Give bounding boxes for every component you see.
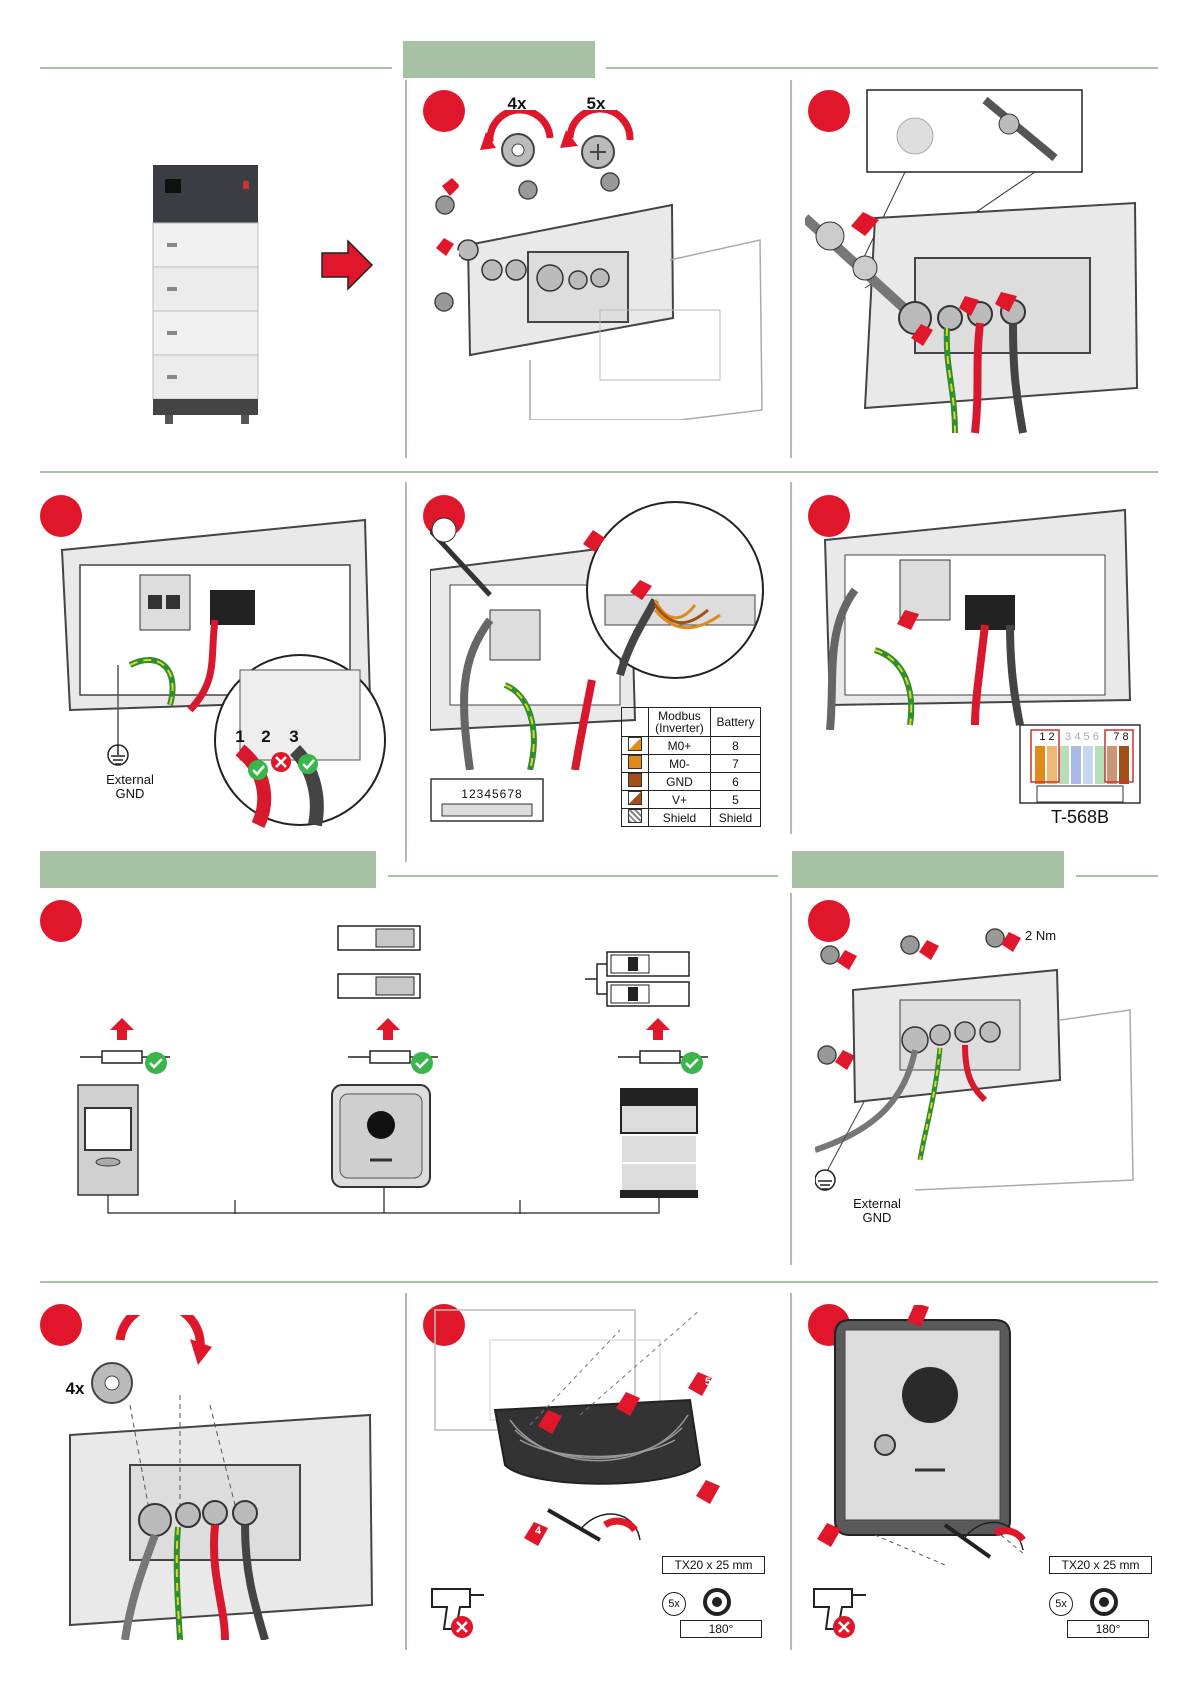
pin-label-3-6: 3 4 5 6 [1060, 730, 1104, 744]
unscrew-count-label: 5x [581, 97, 611, 111]
external-gnd-label-panel4: External GND [95, 773, 165, 801]
section-header-band-3 [792, 851, 1064, 888]
divider-v-row3 [790, 893, 792, 1265]
tool-spec-label: TX20 x 25 mm [1049, 1556, 1152, 1574]
table-row: M0+ 8 [622, 737, 761, 755]
connector-pin-numbers: 12345678 [452, 787, 532, 801]
angle-label: 180° [680, 1620, 762, 1638]
arrow-number-1: 1 [451, 248, 465, 262]
table-header-modbus: Modbus (Inverter) [649, 708, 711, 737]
top-divider-right [606, 67, 1158, 69]
divider-v1-row2 [405, 482, 407, 862]
section-header-band-1 [403, 41, 595, 78]
table-row: Shield Shield [622, 809, 761, 827]
wire-color-brown-white [628, 791, 642, 805]
angle-label: 180° [1067, 1620, 1149, 1638]
arrow-number-5: 5 [701, 1375, 715, 1389]
table-cell-signal: V+ [649, 791, 711, 809]
table-cell-battery: 8 [710, 737, 760, 755]
section-divider-right [1076, 875, 1158, 877]
battery-stack-illustration [135, 165, 275, 425]
drill-prohibited-icon-panel11 [810, 1583, 875, 1643]
table-header-blank [622, 708, 649, 737]
divider-v2-row4 [790, 1293, 792, 1650]
screw-count-label: 5x [1049, 1592, 1073, 1616]
terminal-2-label: 2 [258, 730, 274, 744]
screw-count-label: 5x [662, 1592, 686, 1616]
panel8-illustration [815, 920, 1160, 1210]
top-divider-left [40, 67, 392, 69]
section-header-band-2 [40, 851, 376, 888]
panel10-illustration [430, 1300, 775, 1550]
modbus-wiring-table: Modbus (Inverter) Battery M0+ 8 M0- 7 GN… [621, 707, 761, 827]
tool-spec-label: TX20 x 25 mm [662, 1556, 765, 1574]
panel2-illustration [430, 110, 775, 420]
right-arrow-icon [320, 239, 374, 291]
pin-label-1-2: 1 2 [1032, 730, 1062, 744]
row-divider-3 [40, 1281, 1158, 1283]
table-row: M0- 7 [622, 755, 761, 773]
table-cell-signal: Shield [649, 809, 711, 827]
table-row: V+ 5 [622, 791, 761, 809]
arrow-number-3: 3 [1144, 1502, 1158, 1516]
panel9-illustration [60, 1315, 390, 1640]
table-cell-signal: GND [649, 773, 711, 791]
arrow-number-4: 4 [531, 1524, 545, 1538]
terminal-3-label: 3 [286, 730, 302, 744]
divider-v2-row2 [790, 482, 792, 834]
arrow-number-2: 2 [454, 182, 468, 196]
wire-color-orange [628, 755, 642, 769]
pin-label-7-8: 7 8 [1106, 730, 1136, 744]
terminal-1-label: 1 [232, 730, 248, 744]
drill-prohibited-icon-panel10 [428, 1583, 493, 1643]
panel11-illustration [815, 1305, 1160, 1565]
wire-color-shield [628, 809, 642, 823]
table-cell-battery: 5 [710, 791, 760, 809]
wire-color-orange-white [628, 737, 642, 751]
loosen-count-label: 4x [502, 97, 532, 111]
divider-v1-row1 [405, 80, 407, 458]
wire-color-brown [628, 773, 642, 787]
row-divider-1 [40, 471, 1158, 473]
panel6-illustration [815, 500, 1160, 730]
divider-v2-row1 [790, 80, 792, 458]
table-cell-battery: 7 [710, 755, 760, 773]
table-cell-battery: 6 [710, 773, 760, 791]
t568b-label: T-568B [1030, 807, 1130, 827]
torx-screw-icon [1084, 1582, 1124, 1622]
torx-spec-panel11: TX20 x 25 mm 5x 180° [1049, 1556, 1152, 1638]
divider-v1-row4 [405, 1293, 407, 1650]
table-header-battery: Battery [710, 708, 760, 737]
section-divider-mid [388, 875, 778, 877]
panel3-illustration [805, 88, 1170, 438]
table-row: GND 6 [622, 773, 761, 791]
panel7-illustration [70, 920, 710, 1220]
panel4-illustration [40, 500, 400, 840]
external-gnd-label-panel8: External GND [842, 1197, 912, 1225]
table-cell-signal: M0- [649, 755, 711, 773]
torx-spec-panel10: TX20 x 25 mm 5x 180° [662, 1556, 765, 1638]
table-cell-signal: M0+ [649, 737, 711, 755]
torx-screw-icon [697, 1582, 737, 1622]
table-cell-battery: Shield [710, 809, 760, 827]
